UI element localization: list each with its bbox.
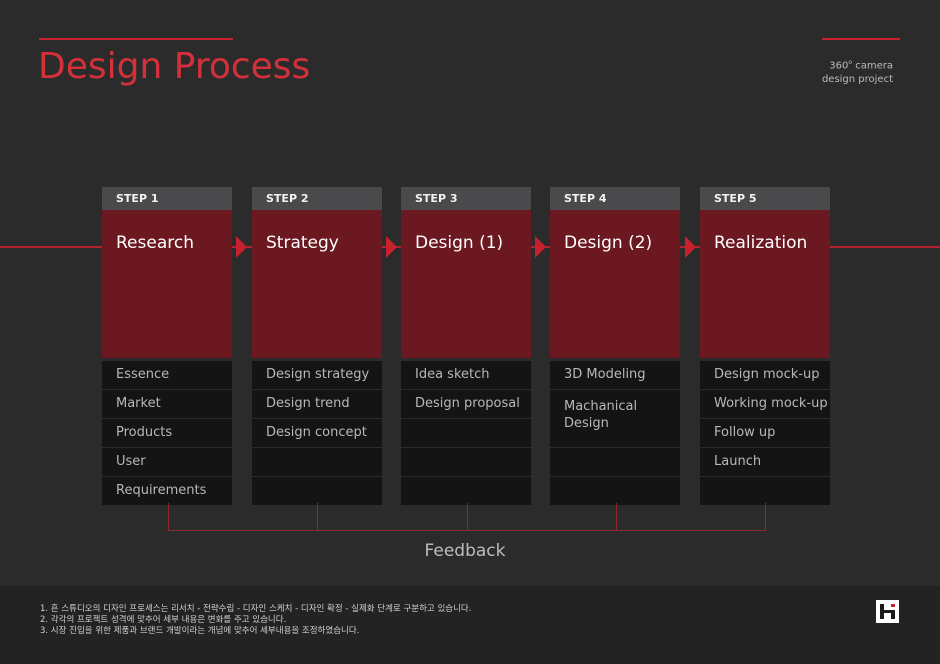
feedback-connector [168, 503, 169, 531]
feedback-connector [317, 503, 318, 531]
subtitle-rule [822, 38, 900, 40]
step-card: Realization [700, 210, 830, 358]
page-title: Design Process [38, 46, 311, 87]
step-card: Strategy [252, 210, 382, 358]
step-column-1: STEP 1 Research Essence Market Products … [102, 187, 232, 506]
footer-notes: 1. 흔 스튜디오의 디자인 프로세스는 리서치 - 전략수립 - 디자인 스케… [40, 604, 471, 637]
step-item-empty [252, 477, 382, 505]
step-item: Design concept [252, 419, 382, 447]
step-item: Design strategy [252, 361, 382, 389]
step-name: Design (2) [564, 233, 653, 253]
project-subtitle: 360o camera design project [821, 59, 893, 86]
step-item: Design trend [252, 390, 382, 418]
step-name: Strategy [266, 233, 339, 253]
step-card: Design (1) [401, 210, 531, 358]
feedback-baseline [168, 530, 766, 531]
step-item: Follow up [700, 419, 830, 447]
step-item: Machanical Design [550, 390, 680, 447]
brand-logo-icon [876, 600, 899, 623]
arrow-right-icon [386, 236, 397, 258]
title-rule [39, 38, 233, 40]
footer-note: 3. 시장 진입을 위한 제품과 브랜드 개발이라는 개념에 맞추어 세부내용을… [40, 626, 360, 636]
step-card: Research [102, 210, 232, 358]
step-item: Essence [102, 361, 232, 389]
step-column-3: STEP 3 Design (1) Idea sketch Design pro… [401, 187, 531, 506]
step-column-5: STEP 5 Realization Design mock-up Workin… [700, 187, 830, 506]
step-item: Working mock-up [700, 390, 830, 418]
step-item: Products [102, 419, 232, 447]
step-item-empty [401, 477, 531, 505]
step-name: Realization [714, 233, 808, 253]
step-item: Market [102, 390, 232, 418]
feedback-label: Feedback [424, 541, 506, 561]
step-item: User [102, 448, 232, 476]
step-item: Design proposal [401, 390, 531, 418]
arrow-right-icon [535, 236, 546, 258]
step-name: Research [116, 233, 194, 253]
step-name: Design (1) [415, 233, 504, 253]
feedback-connector [467, 503, 468, 531]
step-item-empty [700, 477, 830, 505]
footer-note: 1. 흔 스튜디오의 디자인 프로세스는 리서치 - 전략수립 - 디자인 스케… [40, 604, 472, 614]
step-item-empty [401, 419, 531, 447]
step-column-2: STEP 2 Strategy Design strategy Design t… [252, 187, 382, 506]
footer-bar [0, 586, 940, 664]
step-label: STEP 3 [401, 187, 531, 210]
step-item-empty [550, 448, 680, 476]
step-item: Launch [700, 448, 830, 476]
step-item: Idea sketch [401, 361, 531, 389]
step-item: Requirements [102, 477, 232, 505]
step-column-4: STEP 4 Design (2) 3D Modeling Machanical… [550, 187, 680, 506]
step-item: 3D Modeling [550, 361, 680, 389]
step-item-empty [252, 448, 382, 476]
step-item: Design mock-up [700, 361, 830, 389]
step-item-empty [550, 477, 680, 505]
arrow-right-icon [236, 236, 247, 258]
feedback-connector [765, 503, 766, 531]
step-label: STEP 5 [700, 187, 830, 210]
arrow-right-icon [685, 236, 696, 258]
footer-note: 2. 각각의 프로젝트 성격에 맞추어 세부 내용은 변화를 주고 있습니다. [40, 615, 287, 625]
feedback-connector [616, 503, 617, 531]
step-label: STEP 1 [102, 187, 232, 210]
step-card: Design (2) [550, 210, 680, 358]
step-label: STEP 4 [550, 187, 680, 210]
step-item-empty [401, 448, 531, 476]
step-label: STEP 2 [252, 187, 382, 210]
